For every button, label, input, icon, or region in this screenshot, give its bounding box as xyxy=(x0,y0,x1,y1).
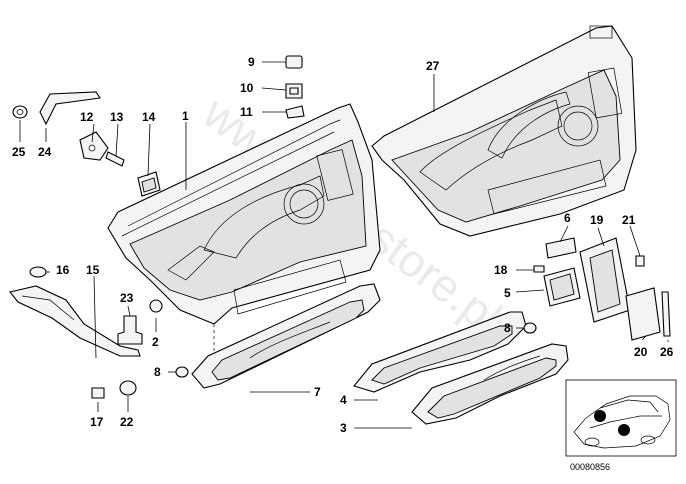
part-18-screw xyxy=(533,265,545,273)
part-26-strip xyxy=(661,291,671,337)
callout-4: 4 xyxy=(340,393,347,407)
callout-19: 19 xyxy=(590,213,604,227)
callout-2: 2 xyxy=(152,335,159,349)
callout-22: 22 xyxy=(120,415,134,429)
door-panel-right xyxy=(371,25,637,237)
part-15-seal xyxy=(9,285,141,357)
callout-10: 10 xyxy=(240,81,254,95)
callout-26: 26 xyxy=(660,345,674,359)
car-locator-inset: 00080856 xyxy=(565,379,677,472)
callout-12: 12 xyxy=(80,110,94,124)
callout-11: 11 xyxy=(240,105,253,119)
leader-lines xyxy=(19,61,669,429)
part-8-clip-b xyxy=(523,322,537,334)
callout-24: 24 xyxy=(38,145,52,159)
callout-27: 27 xyxy=(426,59,440,73)
callout-8-left: 8 xyxy=(154,365,161,379)
callout-20: 20 xyxy=(634,345,648,359)
part-6-switch xyxy=(545,237,577,259)
part-22-nut xyxy=(119,380,137,396)
callout-15: 15 xyxy=(86,263,100,277)
callout-1: 1 xyxy=(182,109,189,123)
catalog-number: 00080856 xyxy=(570,462,610,472)
callout-17: 17 xyxy=(90,415,104,429)
armrest-trim-3 xyxy=(411,343,569,425)
callout-21: 21 xyxy=(622,213,636,227)
part-25-grommet xyxy=(12,105,28,119)
armrest-trim-7 xyxy=(191,283,381,389)
callout-16: 16 xyxy=(56,263,70,277)
callout-7: 7 xyxy=(314,385,321,399)
callout-6: 6 xyxy=(564,211,571,225)
part-20-cover xyxy=(625,287,661,341)
door-panel-left xyxy=(107,103,381,360)
part-23-screw xyxy=(117,315,143,345)
part-16-clip xyxy=(29,266,47,278)
part-11-clip xyxy=(285,105,305,119)
callout-13: 13 xyxy=(110,110,124,124)
callout-18: 18 xyxy=(494,263,508,277)
callout-5: 5 xyxy=(504,286,511,300)
callout-3: 3 xyxy=(340,421,347,435)
part-13-pin xyxy=(105,151,125,167)
part-21-screw xyxy=(635,255,645,267)
callout-labels: 1 2 3 4 5 6 7 8 8 9 10 11 12 13 14 15 16… xyxy=(12,55,674,435)
part-24-bracket xyxy=(39,91,101,126)
callout-14: 14 xyxy=(142,110,156,124)
part-8-clip-a xyxy=(175,366,189,378)
callout-9: 9 xyxy=(248,55,255,69)
part-2-clip xyxy=(149,299,163,313)
callout-23: 23 xyxy=(120,291,134,305)
callout-25: 25 xyxy=(12,145,26,159)
part-9-cap xyxy=(285,55,303,69)
part-10-clip xyxy=(285,83,303,99)
part-17-clip xyxy=(91,387,105,399)
callout-8-right: 8 xyxy=(504,321,511,335)
armrest-trim-4 xyxy=(353,311,527,393)
